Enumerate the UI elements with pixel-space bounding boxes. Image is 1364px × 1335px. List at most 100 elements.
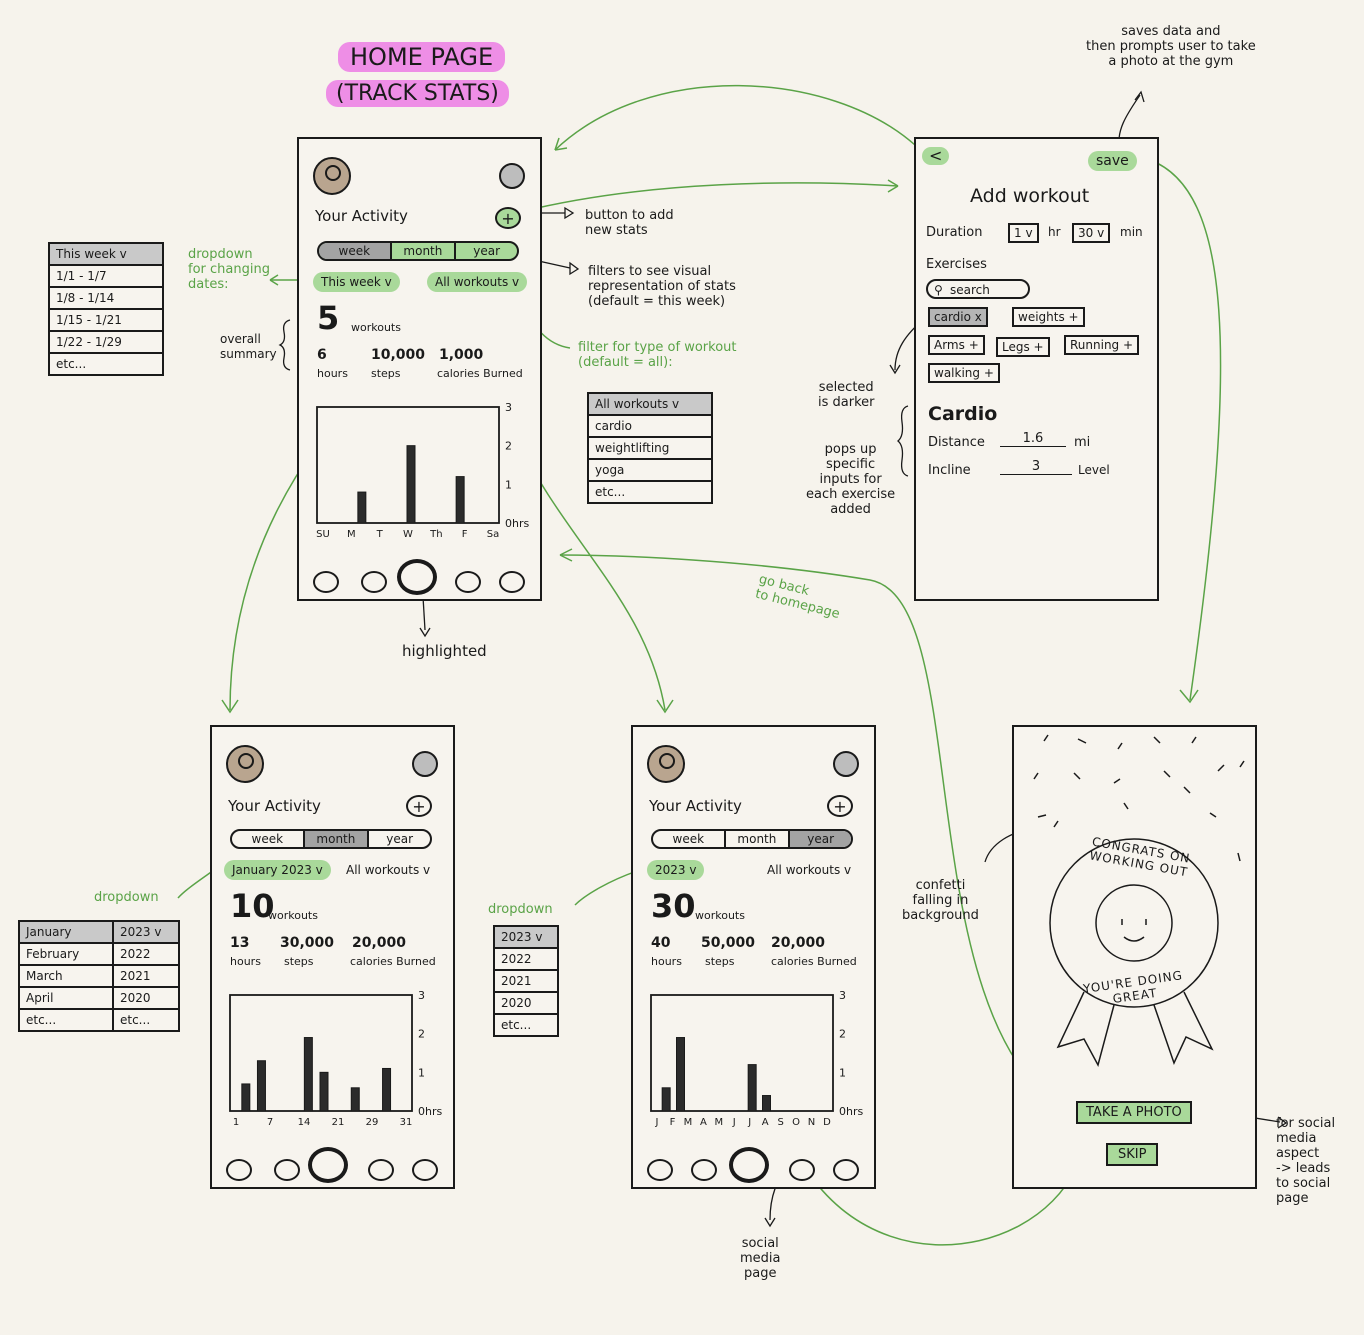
- search-input[interactable]: ⚲ search: [926, 279, 1030, 299]
- nav-item-4[interactable]: [368, 1159, 394, 1181]
- avatar[interactable]: [313, 157, 351, 195]
- avatar[interactable]: [647, 745, 685, 783]
- workout-filter[interactable]: All workouts v: [427, 272, 528, 292]
- add-stats-button[interactable]: +: [827, 795, 853, 817]
- y-tick-label: 0hrs: [839, 1105, 863, 1118]
- tab-year[interactable]: year: [473, 244, 501, 258]
- nav-home-highlighted[interactable]: [397, 559, 437, 595]
- workout-option[interactable]: yoga: [589, 460, 711, 482]
- nav-item-1[interactable]: [226, 1159, 252, 1181]
- tab-year[interactable]: year: [386, 832, 414, 846]
- date-filter[interactable]: 2023 v: [647, 860, 705, 880]
- tag-legs[interactable]: Legs +: [996, 337, 1050, 357]
- week-option[interactable]: 1/15 - 1/21: [50, 310, 162, 332]
- y-tick-label: 2: [418, 1028, 425, 1041]
- note-highlighted: highlighted: [402, 642, 487, 660]
- week-option[interactable]: 1/22 - 1/29: [50, 332, 162, 354]
- x-tick-label: N: [808, 1117, 815, 1128]
- take-photo-button[interactable]: TAKE A PHOTO: [1076, 1101, 1192, 1124]
- week-option[interactable]: 1/8 - 1/14: [50, 288, 162, 310]
- date-filter[interactable]: January 2023 v: [224, 860, 331, 880]
- stat-calories-value: 20,000: [771, 935, 826, 951]
- workout-count-label: workouts: [268, 909, 318, 922]
- note-pops-up: pops up specific inputs for each exercis…: [806, 442, 896, 517]
- x-tick-label: 7: [267, 1117, 273, 1128]
- add-stats-button[interactable]: +: [495, 207, 521, 229]
- settings-dot[interactable]: [499, 163, 525, 189]
- x-tick-label: M: [684, 1117, 693, 1128]
- nav-item-2[interactable]: [691, 1159, 717, 1181]
- stat-steps-value: 10,000: [371, 347, 426, 363]
- month-option-row[interactable]: etc...etc...: [20, 1010, 178, 1030]
- tag-weights[interactable]: weights +: [1012, 307, 1085, 327]
- nav-item-1[interactable]: [647, 1159, 673, 1181]
- hour-label: hr: [1048, 225, 1061, 239]
- nav-item-5[interactable]: [833, 1159, 859, 1181]
- date-filter[interactable]: This week v: [313, 272, 400, 292]
- nav-item-1[interactable]: [313, 571, 339, 593]
- year-dropdown: 2023 v 2022 2021 2020 etc...: [493, 925, 559, 1037]
- tab-month[interactable]: month: [392, 243, 457, 259]
- week-option[interactable]: etc...: [56, 357, 87, 371]
- workout-option[interactable]: cardio: [589, 416, 711, 438]
- year-option[interactable]: 2020: [495, 993, 557, 1015]
- tab-week[interactable]: week: [653, 831, 726, 847]
- year-dropdown-header[interactable]: 2023 v: [495, 927, 557, 949]
- workout-option[interactable]: weightlifting: [589, 438, 711, 460]
- skip-button[interactable]: SKIP: [1106, 1143, 1159, 1166]
- chart-bar: [762, 1095, 771, 1112]
- tab-month[interactable]: month: [304, 831, 370, 847]
- tag-walking[interactable]: walking +: [928, 363, 1000, 383]
- save-button[interactable]: save: [1088, 151, 1137, 171]
- week-dropdown-header[interactable]: This week v: [50, 244, 162, 266]
- tab-year[interactable]: year: [790, 831, 851, 847]
- note-dropdown-year: dropdown: [488, 902, 553, 917]
- distance-label: Distance: [928, 435, 985, 450]
- avatar[interactable]: [226, 745, 264, 783]
- nav-item-2[interactable]: [361, 571, 387, 593]
- tag-arms[interactable]: Arms +: [928, 335, 985, 355]
- settings-dot[interactable]: [833, 751, 859, 777]
- nav-item-5[interactable]: [499, 571, 525, 593]
- nav-item-2[interactable]: [274, 1159, 300, 1181]
- tab-month[interactable]: month: [726, 831, 791, 847]
- workout-dropdown-header[interactable]: All workouts v: [589, 394, 711, 416]
- nav-item-4[interactable]: [455, 571, 481, 593]
- tag-cardio[interactable]: cardio x: [928, 307, 988, 327]
- minute-select[interactable]: 30 v: [1072, 223, 1111, 243]
- incline-input[interactable]: 3: [1000, 459, 1072, 475]
- workout-filter[interactable]: All workouts v: [767, 863, 852, 877]
- year-option[interactable]: 2021: [495, 971, 557, 993]
- note-social-page: social media page: [740, 1236, 781, 1281]
- back-button[interactable]: <: [922, 147, 950, 165]
- nav-home-highlighted[interactable]: [308, 1147, 348, 1183]
- tag-running[interactable]: Running +: [1064, 335, 1140, 355]
- nav-home-highlighted[interactable]: [729, 1147, 769, 1183]
- distance-input[interactable]: 1.6: [1000, 431, 1066, 447]
- workout-filter[interactable]: All workouts v: [346, 863, 431, 877]
- incline-unit: Level: [1078, 463, 1110, 477]
- x-tick-label: F: [462, 529, 468, 540]
- month-dropdown-header[interactable]: January 2023 v: [20, 922, 178, 944]
- year-cell: etc...: [120, 1013, 151, 1027]
- stat-steps-label: steps: [284, 955, 314, 968]
- year-option[interactable]: 2022: [495, 949, 557, 971]
- page-title: HOME PAGE: [338, 42, 506, 72]
- tab-week[interactable]: week: [232, 831, 305, 847]
- add-stats-button[interactable]: +: [406, 795, 432, 817]
- nav-social-page[interactable]: [789, 1159, 815, 1181]
- workout-count: 30: [651, 887, 696, 925]
- week-option[interactable]: 1/1 - 1/7: [50, 266, 162, 288]
- hour-select[interactable]: 1 v: [1008, 223, 1039, 243]
- stat-hours-value: 6: [317, 347, 327, 363]
- year-option[interactable]: etc...: [501, 1018, 532, 1032]
- settings-dot[interactable]: [412, 751, 438, 777]
- nav-item-5[interactable]: [412, 1159, 438, 1181]
- stat-calories-label: calories Burned: [771, 955, 857, 968]
- tab-week[interactable]: week: [319, 243, 392, 259]
- workout-option[interactable]: etc...: [595, 485, 626, 499]
